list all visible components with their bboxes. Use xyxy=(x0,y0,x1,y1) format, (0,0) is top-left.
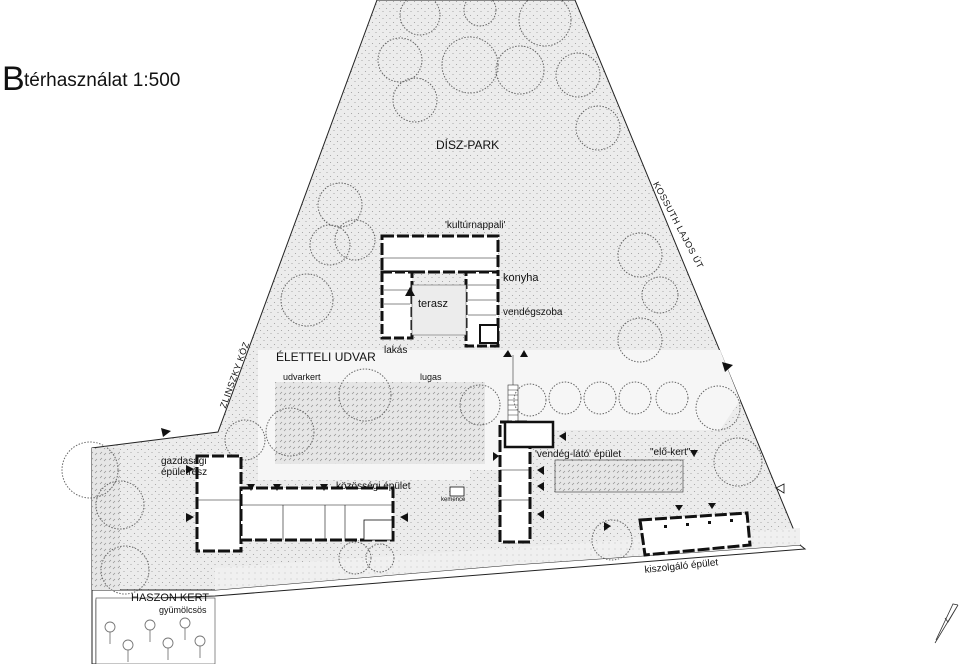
entrance-triangle-icon xyxy=(675,505,683,511)
tree-icon xyxy=(265,407,315,457)
label-konyha: konyha xyxy=(503,272,539,284)
tree-icon xyxy=(695,385,741,431)
entrance-triangle-icon xyxy=(537,466,544,475)
north-arrow-icon xyxy=(934,603,959,644)
tree-icon xyxy=(641,276,679,314)
kemence-shape xyxy=(449,486,465,497)
label-kemence: kemence xyxy=(441,497,466,503)
street-entrance-icon xyxy=(775,483,785,494)
elo-kert-field xyxy=(554,459,684,493)
tree-icon xyxy=(518,0,572,47)
tree-icon xyxy=(441,36,499,94)
label-vendegszoba: vendégszoba xyxy=(503,307,563,318)
entrance-triangle-icon xyxy=(690,450,698,457)
label-haszon-kert: HASZON KERT xyxy=(131,592,210,604)
tree-icon xyxy=(617,317,663,363)
tree-icon xyxy=(555,52,601,98)
tree-icon xyxy=(338,541,372,575)
label-eletteli-udvar: ÉLETTELI UDVAR xyxy=(276,350,376,364)
label-gyumolcsos: gyümölcsös xyxy=(159,605,207,615)
tree-icon xyxy=(392,77,438,123)
tree-icon xyxy=(655,381,689,415)
label-gazdasagi: gazdasági xyxy=(161,456,207,467)
entrance-triangle-icon xyxy=(186,465,194,474)
tree-icon xyxy=(513,383,547,417)
entrance-triangle-icon xyxy=(520,350,528,357)
entrance-triangle-icon xyxy=(493,452,499,461)
tree-icon xyxy=(377,37,423,83)
tree-icon xyxy=(365,543,395,573)
tree-icon xyxy=(575,105,621,151)
tree-icon xyxy=(61,441,119,499)
tree-icon xyxy=(317,182,363,228)
entrance-triangle-icon xyxy=(559,432,566,441)
tree-icon xyxy=(95,480,145,530)
entrance-triangle-icon xyxy=(400,513,408,522)
tree-icon xyxy=(338,368,392,422)
entrance-triangle-icon xyxy=(247,484,255,491)
title-letter: B xyxy=(2,60,25,98)
vendeg-lato-building xyxy=(498,420,555,544)
label-kozossegi-epulet: közösségi épület xyxy=(336,481,411,492)
entrance-markers xyxy=(161,287,733,531)
entrance-triangle-icon xyxy=(273,484,281,491)
entrance-triangle-icon xyxy=(537,482,544,491)
haszon-kert-area xyxy=(95,597,216,664)
tree-icon xyxy=(583,381,617,415)
tree-icon xyxy=(713,437,763,487)
label-disz-park: DÍSZ-PARK xyxy=(436,138,500,152)
tree-icon xyxy=(463,0,497,27)
trees xyxy=(61,0,763,595)
kiszolgalo-building xyxy=(638,511,752,557)
label-elo-kert: "elő-kert" xyxy=(650,447,691,458)
entrance-triangle-icon xyxy=(161,428,171,437)
entrance-triangle-icon xyxy=(537,510,544,519)
tree-icon xyxy=(618,381,652,415)
entrance-triangle-icon xyxy=(503,350,512,357)
kozossegi-building xyxy=(195,454,465,553)
tree-icon xyxy=(309,224,351,266)
entrance-triangle-icon xyxy=(320,484,328,491)
udvarkert-field xyxy=(275,382,485,464)
tree-icon xyxy=(280,273,334,327)
entrance-triangle-icon xyxy=(722,362,733,372)
zlinszky-strip xyxy=(92,448,120,590)
label-epuletresz: épületrész xyxy=(161,467,208,478)
tree-icon xyxy=(100,545,150,595)
fruit-trees xyxy=(104,617,206,662)
label-lugas: lugas xyxy=(420,372,442,382)
stairs xyxy=(507,355,519,424)
tree-icon xyxy=(334,219,376,261)
tree-icon xyxy=(224,419,266,461)
label-kulturnappali: 'kultúrnappali' xyxy=(445,220,506,231)
tree-icon xyxy=(459,384,501,426)
label-udvarkert: udvarkert xyxy=(283,372,321,382)
entrance-triangle-icon xyxy=(186,513,194,522)
label-terasz: terasz xyxy=(418,298,448,310)
tree-icon xyxy=(495,45,545,95)
label-vendeg-lato-epulet: 'vendég-látó' épület xyxy=(535,449,622,460)
entrance-triangle-icon xyxy=(405,287,415,296)
label-lakas: lakás xyxy=(384,345,408,356)
tree-icon xyxy=(399,0,441,36)
kulturnappali-building xyxy=(380,234,500,348)
title-text: térhasználat 1:500 xyxy=(24,70,181,91)
entrance-triangle-icon xyxy=(604,522,611,531)
tree-icon xyxy=(548,381,582,415)
entrance-triangle-icon xyxy=(708,503,716,509)
tree-icon xyxy=(591,519,633,561)
tree-icon xyxy=(617,232,663,278)
